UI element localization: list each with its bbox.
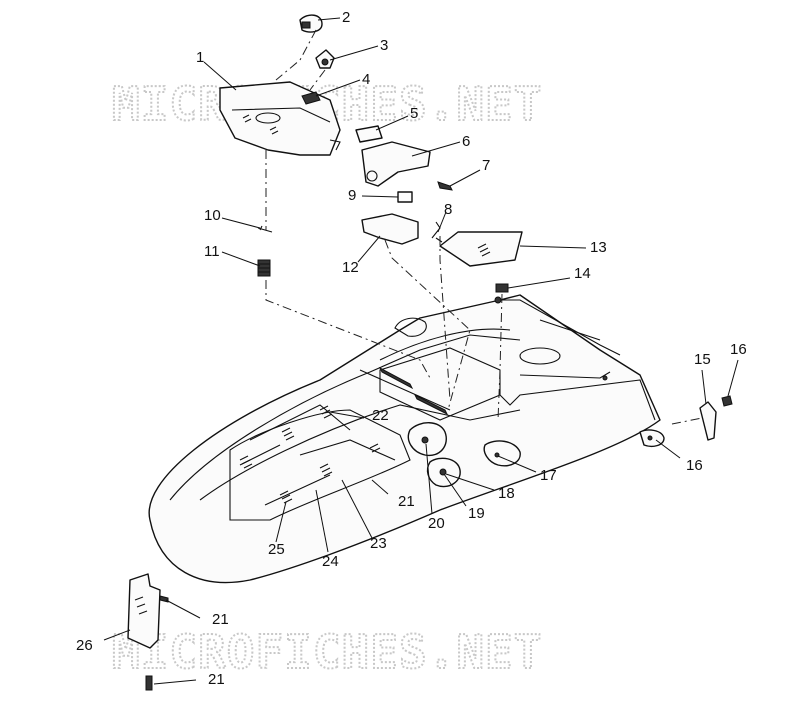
callout-17: 17	[540, 467, 557, 484]
callout-13: 13	[590, 239, 607, 256]
callout-8: 8	[444, 201, 452, 218]
watermark-bottom: MICROFICHES.NET	[112, 625, 542, 679]
callout-21: 21	[208, 671, 225, 688]
screw-21b	[145, 675, 153, 691]
callout-5: 5	[410, 105, 418, 122]
callout-3: 3	[380, 37, 388, 54]
callout-4: 4	[362, 71, 370, 88]
cover-plate	[439, 231, 523, 267]
callout-6: 6	[462, 133, 470, 150]
callout-23: 23	[370, 535, 387, 552]
callout-15: 15	[694, 351, 711, 368]
callout-20: 20	[428, 515, 445, 532]
pad	[355, 125, 383, 143]
callout-7: 7	[482, 157, 490, 174]
callout-21: 21	[212, 611, 229, 628]
callout-22: 22	[372, 407, 389, 424]
callout-19: 19	[468, 505, 485, 522]
bulb	[299, 14, 323, 33]
hood-body-panel	[148, 294, 665, 584]
callout-16: 16	[730, 341, 747, 358]
mount-bracket	[361, 141, 431, 187]
latch-handle	[699, 401, 717, 441]
callout-18: 18	[498, 485, 515, 502]
knob	[721, 395, 733, 407]
bulb-socket	[315, 49, 335, 69]
callout-21: 21	[398, 493, 415, 510]
mounting-plate	[127, 573, 161, 649]
latch-bracket	[361, 213, 419, 245]
callout-numbers: 1234567891011121314151616171819202121212…	[76, 9, 747, 688]
callout-26: 26	[76, 637, 93, 654]
callout-12: 12	[342, 259, 359, 276]
callout-24: 24	[322, 553, 339, 570]
screw	[437, 181, 453, 191]
nut	[397, 191, 413, 203]
callout-9: 9	[348, 187, 356, 204]
callout-10: 10	[204, 207, 221, 224]
callout-25: 25	[268, 541, 285, 558]
callout-11: 11	[204, 243, 220, 260]
bushing	[495, 283, 509, 293]
callout-14: 14	[574, 265, 591, 282]
callout-16: 16	[686, 457, 703, 474]
pin	[257, 225, 273, 233]
grommet	[301, 91, 321, 105]
screw-21a	[159, 595, 169, 603]
callout-2: 2	[342, 9, 350, 26]
callout-1: 1	[196, 49, 204, 66]
